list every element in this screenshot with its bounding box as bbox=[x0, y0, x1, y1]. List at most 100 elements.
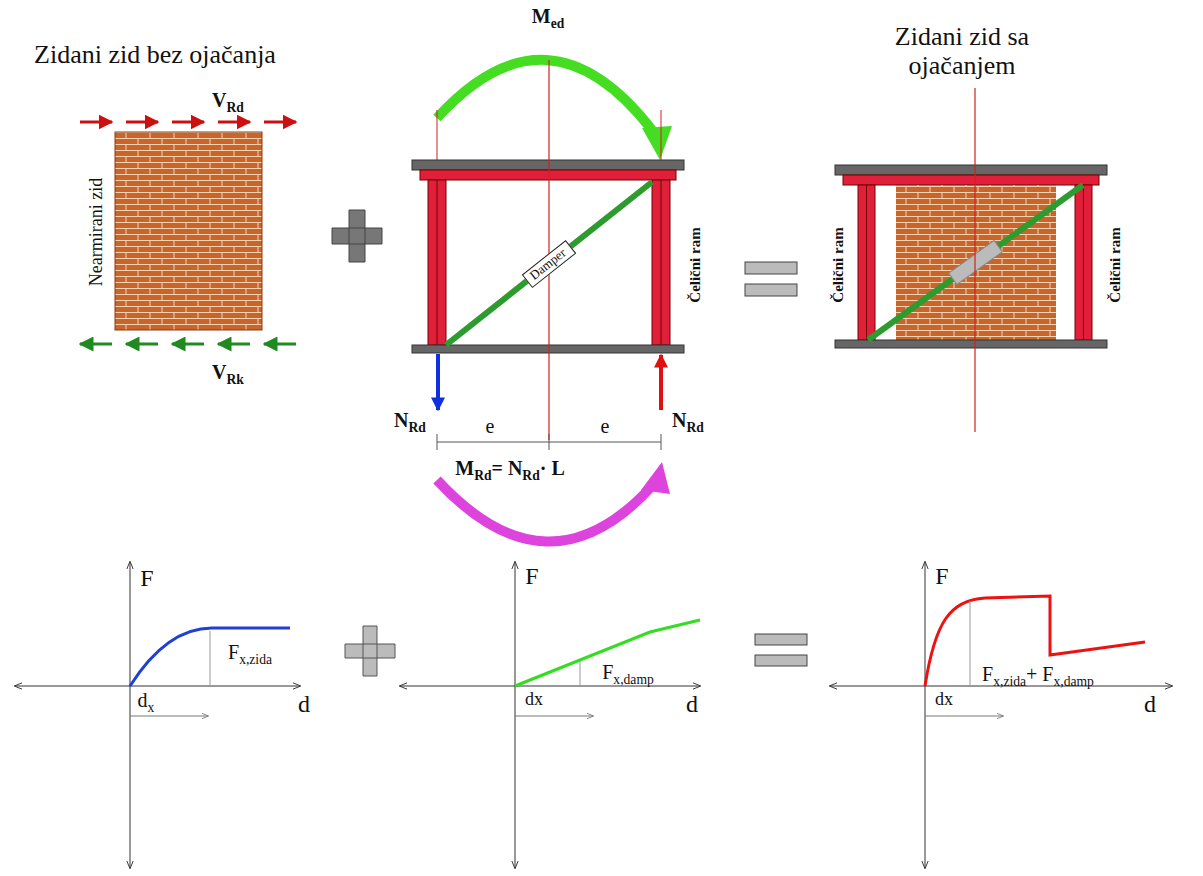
label-group: Čelični ram bbox=[1107, 227, 1124, 302]
damper-label: Damper bbox=[526, 245, 568, 283]
label: Čelični ram bbox=[687, 227, 704, 302]
label: Čelični ram bbox=[1107, 227, 1124, 302]
steel-frame bbox=[412, 160, 684, 353]
subscript: Rd bbox=[522, 469, 539, 484]
label: e bbox=[601, 415, 610, 437]
subscript: Rd bbox=[474, 469, 491, 484]
label: F bbox=[140, 565, 153, 591]
subscript: x,zida bbox=[993, 675, 1026, 690]
moment-arc bbox=[437, 60, 652, 130]
axis bbox=[830, 686, 925, 687]
label-group: F bbox=[525, 563, 538, 589]
label-group: e bbox=[486, 415, 495, 437]
label: F bbox=[525, 563, 538, 589]
shear-arrow bbox=[264, 343, 296, 346]
subscript: x,zida bbox=[239, 653, 272, 668]
label: F bbox=[982, 663, 993, 685]
label-group: e bbox=[601, 415, 610, 437]
dimension-line bbox=[437, 434, 661, 450]
label-group: d bbox=[1144, 691, 1156, 717]
label-group: dx bbox=[935, 690, 953, 710]
graph-axes bbox=[15, 562, 1172, 868]
shear-arrow bbox=[218, 343, 250, 346]
label-group: NRd bbox=[394, 409, 426, 431]
axis bbox=[515, 686, 700, 687]
label: V bbox=[212, 89, 226, 111]
label-group: Fx,zida bbox=[228, 641, 272, 663]
label: F bbox=[228, 641, 239, 663]
label-group: VRk bbox=[212, 361, 244, 383]
label: dx bbox=[525, 690, 543, 710]
label-group: Med bbox=[532, 5, 564, 27]
label-group: Zidani zid sa ojačanjem bbox=[847, 23, 1077, 80]
label: V bbox=[212, 361, 226, 383]
subscript: x,damp bbox=[1053, 675, 1093, 690]
label-group: dx bbox=[138, 689, 155, 711]
label: N bbox=[672, 409, 686, 431]
subscript: Rd bbox=[687, 421, 704, 436]
moment-arrowhead bbox=[642, 126, 672, 160]
masonry-wall bbox=[115, 132, 262, 330]
axis bbox=[130, 686, 131, 868]
wall-curve bbox=[130, 628, 290, 686]
label: e bbox=[486, 415, 495, 437]
equals-sign bbox=[745, 284, 797, 296]
label: F bbox=[935, 563, 948, 589]
moment-arrowhead bbox=[641, 462, 670, 494]
marker-line bbox=[970, 601, 971, 686]
subscript: x,damp bbox=[613, 673, 653, 688]
force-arrow bbox=[436, 354, 440, 410]
label: + F bbox=[1026, 663, 1053, 685]
shear-arrow bbox=[126, 121, 158, 124]
axis bbox=[15, 686, 130, 687]
equals-sign bbox=[745, 262, 797, 274]
label-group: Fx,damp bbox=[602, 661, 654, 683]
label: d bbox=[686, 691, 698, 717]
combined-curve bbox=[925, 596, 1145, 686]
axis bbox=[515, 562, 516, 686]
subscript: Rd bbox=[227, 101, 244, 116]
label-group: NRd bbox=[672, 409, 704, 431]
shear-arrow bbox=[80, 121, 112, 124]
label: F bbox=[602, 661, 613, 683]
label-group: Čelični ram bbox=[687, 227, 704, 302]
axis-line bbox=[548, 60, 549, 440]
label: · L bbox=[540, 457, 565, 479]
label-group: Nearmirani zid bbox=[87, 178, 107, 286]
reinforced-wall bbox=[835, 165, 1107, 348]
shear-arrow bbox=[172, 343, 204, 346]
shear-arrow bbox=[218, 121, 250, 124]
label: N bbox=[394, 409, 408, 431]
axis-line bbox=[974, 88, 975, 432]
label-group: Čelični ram bbox=[830, 227, 847, 302]
shear-arrows bbox=[80, 122, 296, 344]
label: M bbox=[455, 457, 474, 479]
displacement-arrow bbox=[130, 716, 208, 717]
axis bbox=[400, 686, 515, 687]
label-group: dx bbox=[525, 690, 543, 710]
label-group: d bbox=[298, 691, 310, 717]
axis bbox=[925, 686, 926, 868]
label: d bbox=[138, 689, 148, 711]
label-group: VRd bbox=[212, 89, 244, 111]
shear-arrow bbox=[264, 121, 296, 124]
subscript: x bbox=[148, 701, 155, 716]
equals-sign bbox=[755, 655, 807, 666]
guide-line bbox=[437, 110, 438, 160]
label: dx bbox=[935, 690, 953, 710]
axis bbox=[515, 686, 516, 868]
shear-arrow bbox=[126, 343, 158, 346]
subscript: ed bbox=[551, 17, 565, 32]
label-group: MRd= NRd· L bbox=[455, 457, 565, 479]
label: M bbox=[532, 5, 551, 27]
label-group: Zidani zid bez ojačanja bbox=[34, 41, 276, 70]
label: Nearmirani zid bbox=[87, 178, 107, 286]
axis bbox=[130, 562, 131, 686]
label-group: Fx,zida+ Fx,damp bbox=[982, 663, 1094, 685]
marker-line bbox=[580, 661, 581, 686]
axis bbox=[925, 562, 926, 686]
force-arrow bbox=[659, 355, 663, 410]
label: d bbox=[1144, 691, 1156, 717]
